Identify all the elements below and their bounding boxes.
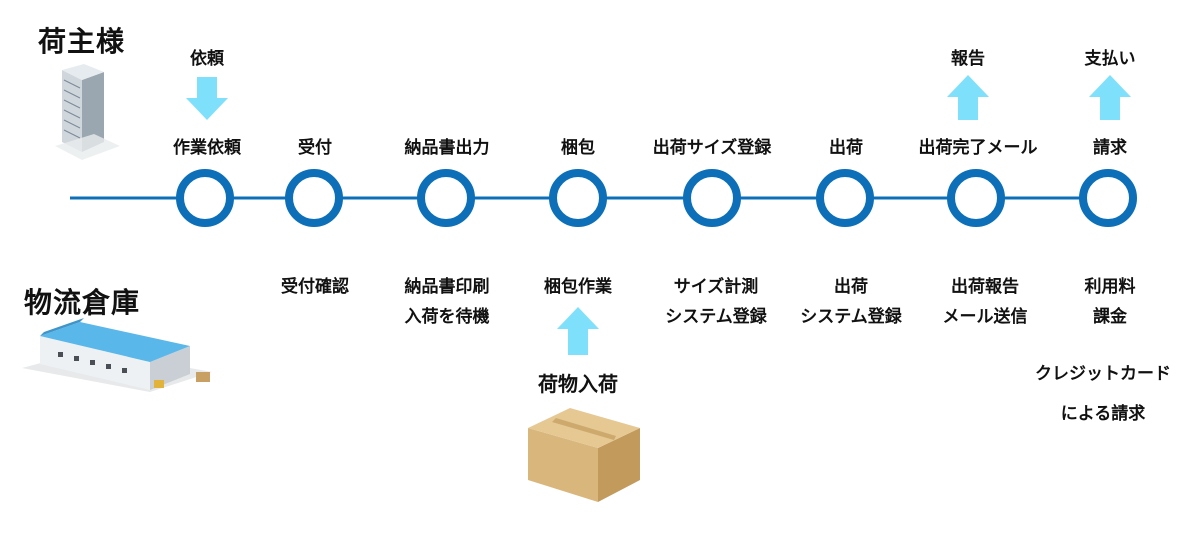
office-building-icon	[55, 64, 120, 160]
task-packing: 梱包作業	[544, 277, 612, 297]
task-accept: 受付確認	[281, 277, 349, 297]
request-label: 依頼	[190, 49, 224, 69]
cardboard-box-icon	[528, 408, 640, 502]
task-invoice: 納品書印刷 入荷を待機	[404, 277, 490, 327]
payment-arrow	[1089, 75, 1131, 120]
step-label-request: 作業依頼	[173, 138, 241, 158]
timeline-node	[947, 169, 1005, 227]
timeline-node	[549, 169, 607, 227]
warehouse-icon	[22, 318, 212, 392]
warehouse-label: 物流倉庫	[24, 286, 141, 319]
task-billing: 利用料 課金	[1084, 277, 1136, 327]
goods-arrival-arrow	[557, 307, 599, 355]
request-arrow	[186, 77, 228, 120]
timeline-node	[176, 169, 234, 227]
report-label: 報告	[951, 49, 985, 69]
task-size: サイズ計測 システム登録	[665, 277, 767, 327]
timeline-node	[417, 169, 475, 227]
timeline-node	[1079, 169, 1137, 227]
step-label-mail: 出荷完了メール	[918, 138, 1038, 158]
step-label-packing: 梱包	[561, 138, 595, 158]
step-label-size: 出荷サイズ登録	[652, 138, 772, 158]
step-label-ship: 出荷	[829, 138, 863, 158]
credit-card-note: クレジットカード による請求	[1035, 364, 1171, 424]
task-ship: 出荷 システム登録	[800, 277, 902, 327]
timeline-node	[683, 169, 741, 227]
timeline-node	[285, 169, 343, 227]
report-arrow	[947, 75, 989, 120]
goods-arrival-label: 荷物入荷	[538, 372, 618, 396]
step-label-accept: 受付	[298, 138, 332, 158]
shipper-label: 荷主様	[38, 25, 126, 58]
step-label-invoice: 納品書出力	[404, 138, 490, 158]
timeline-nodes	[176, 169, 1137, 227]
task-mail: 出荷報告 メール送信	[942, 277, 1028, 327]
timeline-node	[816, 169, 874, 227]
step-label-billing: 請求	[1093, 138, 1127, 158]
payment-label: 支払い	[1084, 49, 1136, 69]
